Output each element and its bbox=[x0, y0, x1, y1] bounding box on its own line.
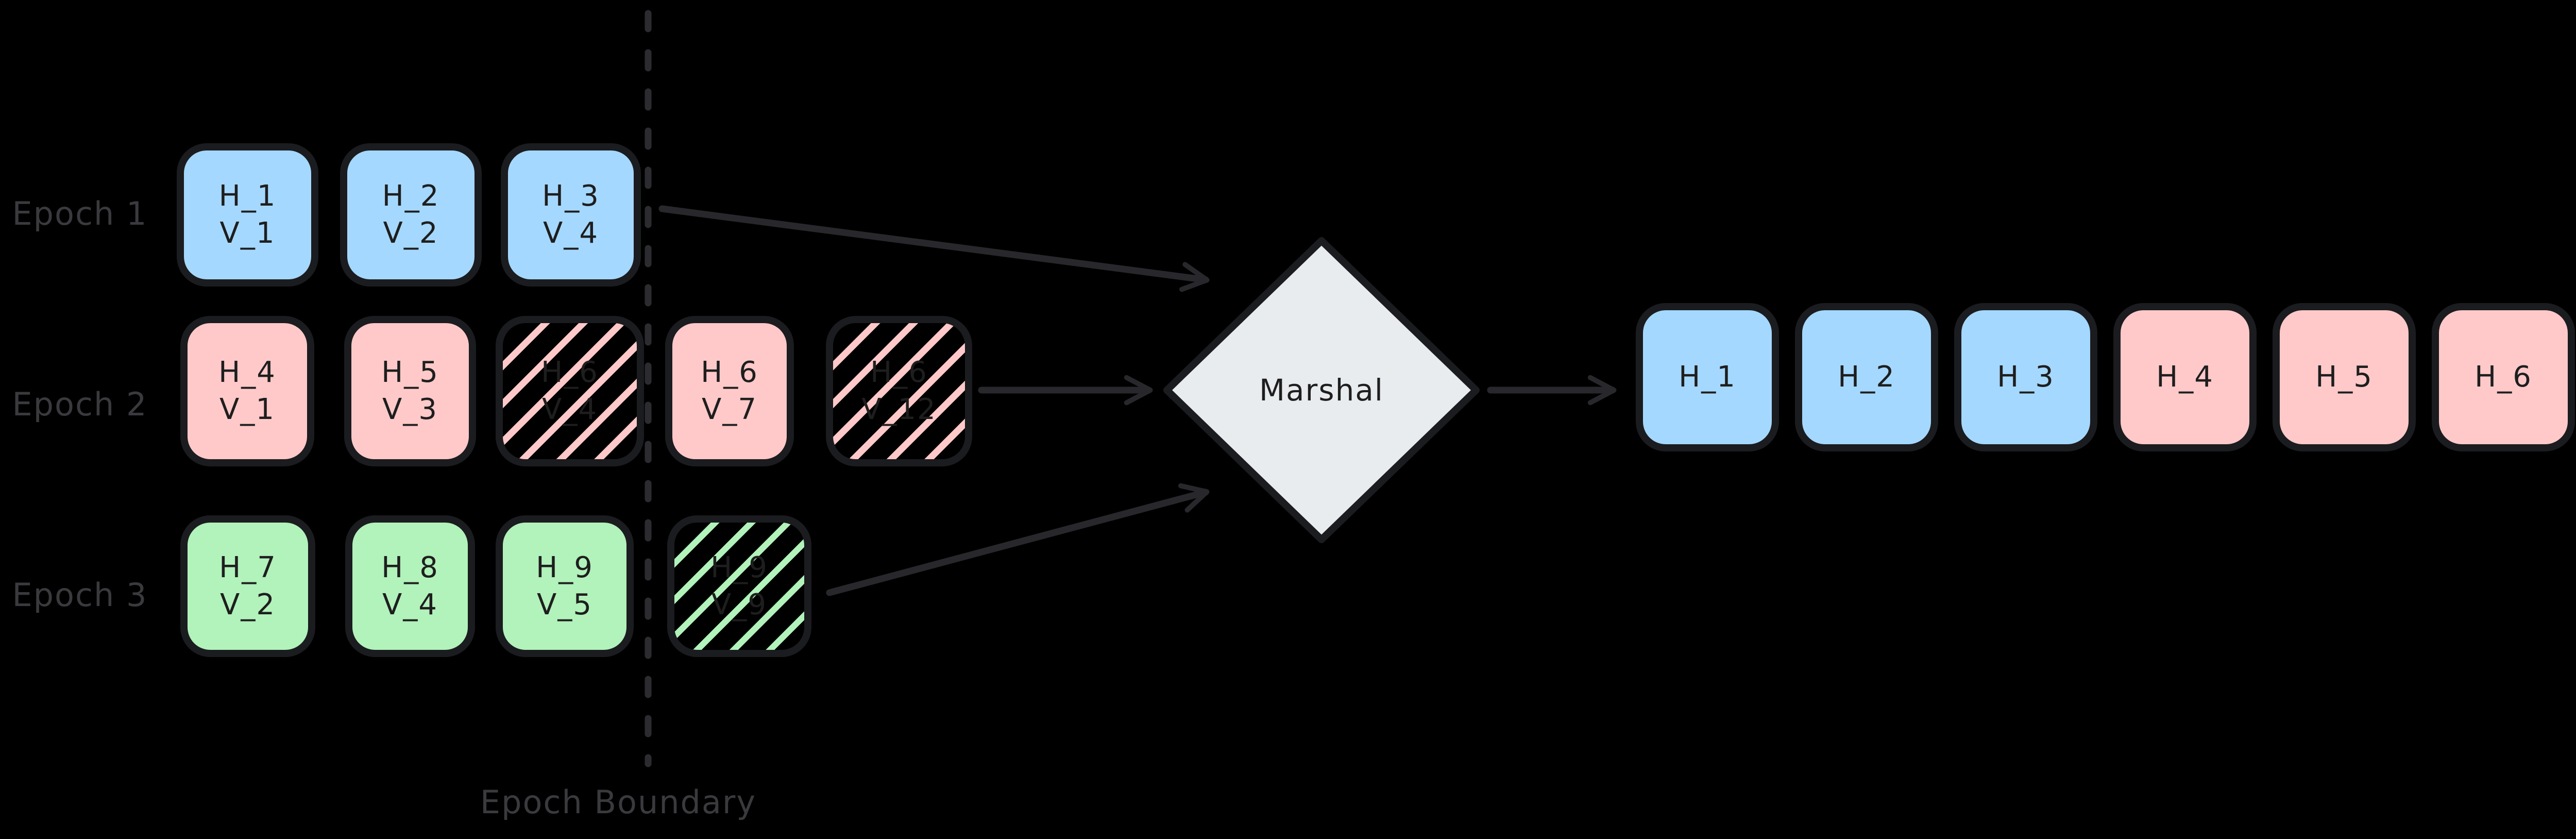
box-label: H_2 bbox=[1838, 360, 1895, 394]
box-line-h: H_7 bbox=[219, 550, 277, 584]
output-box-5: H_5 bbox=[2273, 303, 2416, 451]
epoch1-box-3: H_3 V_4 bbox=[501, 143, 641, 287]
epoch-boundary-label: Epoch Boundary bbox=[480, 783, 757, 821]
box-line-h: H_5 bbox=[381, 356, 439, 390]
epoch-1-label: Epoch 1 bbox=[12, 195, 148, 232]
box-line-v: V_4 bbox=[543, 216, 599, 250]
box-line-v: V_4 bbox=[382, 588, 438, 622]
box-line-v: V_4 bbox=[542, 393, 598, 426]
output-box-4: H_4 bbox=[2113, 303, 2257, 451]
box-line-v: V_7 bbox=[702, 393, 757, 426]
box-line-h: H_8 bbox=[381, 550, 439, 584]
box-line-h: H_1 bbox=[218, 179, 277, 213]
box-line-v: V_1 bbox=[219, 393, 275, 426]
marshal-diamond bbox=[1163, 237, 1480, 543]
box-line-h: H_3 bbox=[542, 179, 600, 213]
output-box-2: H_2 bbox=[1795, 303, 1938, 451]
arrow-epoch3-to-marshal bbox=[826, 483, 1210, 596]
epoch-2-label: Epoch 2 bbox=[12, 385, 148, 423]
epoch3-box-4-discarded: H_9 V_9 bbox=[667, 515, 811, 657]
epoch1-box-1: H_1 V_1 bbox=[177, 143, 318, 287]
box-line-h: H_6 bbox=[701, 356, 758, 390]
box-line-h: H_9 bbox=[710, 550, 768, 584]
output-box-6: H_6 bbox=[2432, 303, 2575, 451]
epoch-3-label: Epoch 3 bbox=[12, 576, 148, 614]
output-box-1: H_1 bbox=[1636, 303, 1779, 451]
box-label: H_5 bbox=[2315, 360, 2373, 394]
box-line-h: H_6 bbox=[541, 356, 599, 390]
box-label: H_4 bbox=[2156, 360, 2214, 394]
box-line-h: H_4 bbox=[218, 356, 276, 390]
epoch2-box-5-discarded: H_6 V_12 bbox=[826, 316, 972, 466]
box-label: H_1 bbox=[1679, 360, 1736, 394]
arrow-epoch1-to-marshal bbox=[658, 205, 1210, 292]
epoch2-box-3-discarded: H_6 V_4 bbox=[496, 316, 644, 466]
box-line-h: H_2 bbox=[382, 179, 440, 213]
box-line-h: H_9 bbox=[536, 550, 594, 584]
box-line-v: V_3 bbox=[382, 393, 438, 426]
box-label: H_3 bbox=[1997, 360, 2055, 394]
output-box-3: H_3 bbox=[1954, 303, 2097, 451]
box-line-v: V_5 bbox=[537, 588, 592, 622]
epoch2-box-2: H_5 V_3 bbox=[344, 316, 476, 466]
epoch3-box-3: H_9 V_5 bbox=[496, 515, 634, 657]
marshal-label: Marshal bbox=[1259, 373, 1384, 408]
box-line-v: V_9 bbox=[711, 588, 767, 622]
box-label: H_6 bbox=[2475, 360, 2532, 394]
box-line-v: V_1 bbox=[219, 216, 276, 250]
epoch2-box-1: H_4 V_1 bbox=[180, 316, 314, 466]
box-line-v: V_2 bbox=[383, 216, 439, 250]
box-line-v: V_12 bbox=[861, 393, 937, 426]
box-line-h: H_6 bbox=[870, 356, 928, 390]
epoch3-box-1: H_7 V_2 bbox=[180, 515, 315, 657]
box-line-v: V_2 bbox=[220, 588, 276, 622]
epoch1-box-2: H_2 V_2 bbox=[340, 143, 482, 287]
epoch2-box-4: H_6 V_7 bbox=[665, 316, 794, 466]
epoch3-box-2: H_8 V_4 bbox=[345, 515, 475, 657]
